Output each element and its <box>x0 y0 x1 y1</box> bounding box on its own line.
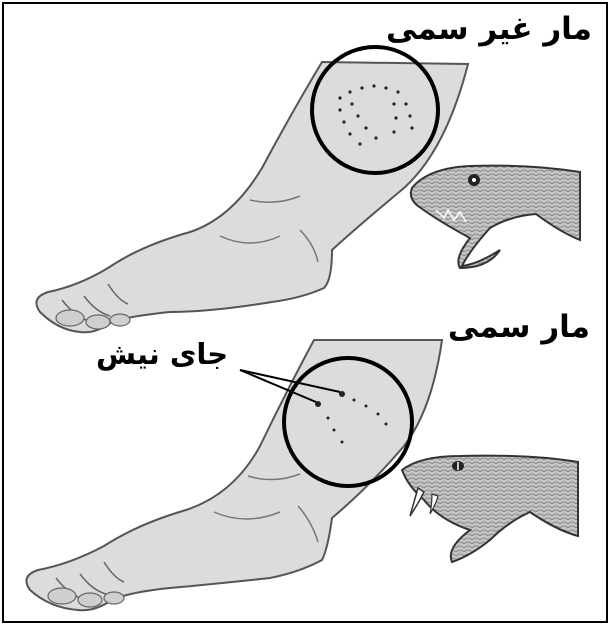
snake-head-venomous <box>402 456 578 562</box>
snake-head-nonvenomous <box>411 166 580 268</box>
label-venomous-snake: مار سمی <box>448 312 590 343</box>
label-bite-site: جای نیش <box>96 340 228 369</box>
leg-bottom <box>26 340 442 610</box>
leg-top <box>36 62 468 332</box>
label-nonvenomous-snake: مار غیر سمی <box>386 14 592 45</box>
